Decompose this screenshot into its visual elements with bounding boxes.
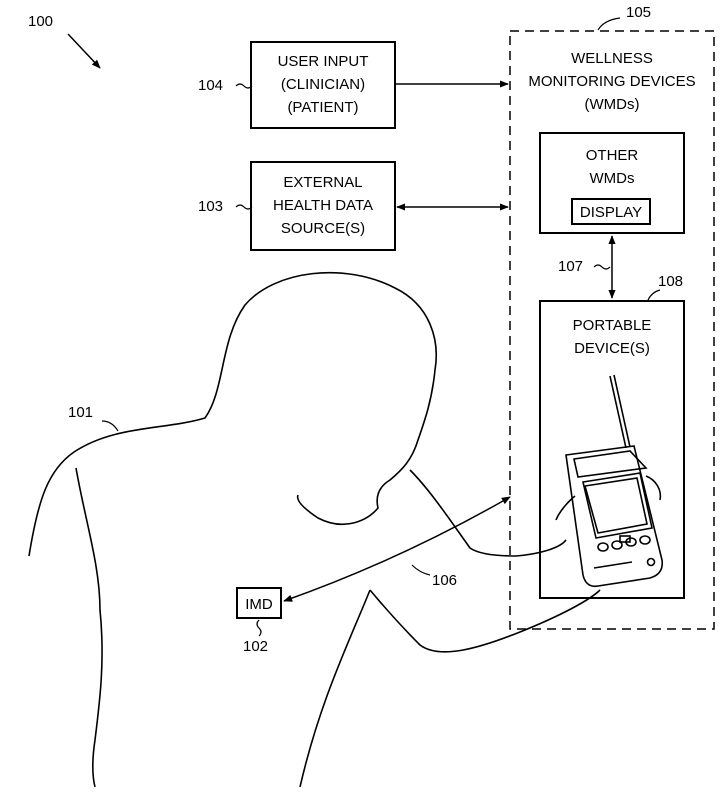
link-107-label: 107 xyxy=(558,258,583,275)
imd-ref-label: 102 xyxy=(243,638,268,655)
other-wmds-line-1: OTHER xyxy=(586,147,639,164)
external-source-line-2: HEALTH DATA xyxy=(273,197,373,214)
external-source-block: EXTERNAL HEALTH DATA SOURCE(S) 103 xyxy=(198,162,508,250)
link-106-leader xyxy=(412,565,430,575)
portable-line-1: PORTABLE xyxy=(573,317,652,334)
user-input-line-3: (PATIENT) xyxy=(287,99,358,116)
other-wmds-line-2: WMDs xyxy=(590,170,635,187)
user-input-line-2: (CLINICIAN) xyxy=(281,76,365,93)
patient-leader xyxy=(102,421,118,431)
user-input-leader xyxy=(236,84,252,88)
wmd-group-line-3: (WMDs) xyxy=(585,96,640,113)
portable-line-2: DEVICE(S) xyxy=(574,340,650,357)
imd-label: IMD xyxy=(245,596,273,613)
handheld-device-icon xyxy=(566,375,662,586)
user-input-ref-label: 104 xyxy=(198,77,223,94)
imd-block: IMD 102 xyxy=(237,588,281,655)
wmd-group-line-2: MONITORING DEVICES xyxy=(528,73,695,90)
link-106-arrow xyxy=(284,497,510,601)
figure-ref-arrow xyxy=(68,34,100,68)
external-source-leader xyxy=(236,205,252,209)
external-source-line-1: EXTERNAL xyxy=(283,174,362,191)
figure-ref-label: 100 xyxy=(28,13,53,30)
link-106-label: 106 xyxy=(432,572,457,589)
patient-ref-label: 101 xyxy=(68,404,93,421)
portable-leader xyxy=(648,290,660,300)
portable-ref-label: 108 xyxy=(658,273,683,290)
patient-figure xyxy=(29,273,660,787)
user-input-line-1: USER INPUT xyxy=(278,53,369,70)
external-source-line-3: SOURCE(S) xyxy=(281,220,365,237)
link-107-leader xyxy=(594,265,610,269)
user-input-block: USER INPUT (CLINICIAN) (PATIENT) 104 xyxy=(198,42,508,128)
imd-leader xyxy=(257,620,261,636)
portable-block: 108 PORTABLE DEVICE(S) xyxy=(540,273,684,598)
wmd-group-line-1: WELLNESS xyxy=(571,50,653,67)
wmd-group-ref-label: 105 xyxy=(626,4,651,21)
external-source-ref-label: 103 xyxy=(198,198,223,215)
display-label: DISPLAY xyxy=(580,204,642,221)
wmd-group-leader xyxy=(598,18,620,30)
other-wmds-block: OTHER WMDs DISPLAY xyxy=(540,133,684,233)
